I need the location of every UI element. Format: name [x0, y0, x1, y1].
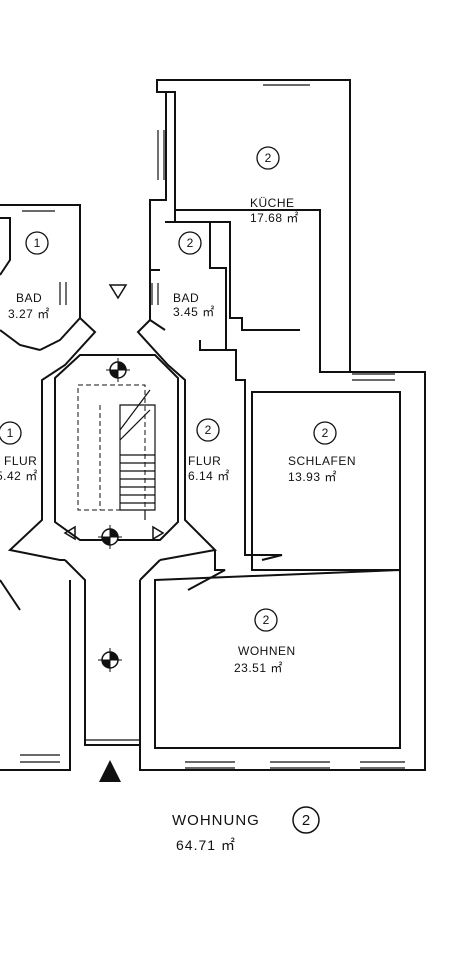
room-area-kueche: 17.68 ㎡ [250, 211, 299, 225]
unit-marker-kueche: 2 [256, 146, 280, 170]
triangle-down-icon [108, 284, 128, 300]
entrance-arrow-icon [99, 760, 121, 782]
light-fixture-icon [98, 525, 122, 549]
unit-marker-flur-1: 1 [0, 421, 22, 445]
room-kueche-walls [149, 79, 351, 373]
room-name-bad-1: BAD [16, 291, 42, 305]
unit-marker-schlafen: 2 [313, 421, 337, 445]
light-fixture-icon [98, 648, 122, 672]
unit-marker-wohnen: 2 [254, 608, 278, 632]
room-name-flur-2: FLUR [188, 454, 221, 468]
light-fixture-icon [106, 358, 130, 382]
plan-unit-marker: 2 [292, 806, 320, 834]
room-name-schlafen: SCHLAFEN [288, 454, 356, 468]
room-area-flur-2: 6.14 ㎡ [188, 469, 230, 483]
stair-symbols [63, 284, 165, 782]
triangle-right-icon [152, 525, 165, 541]
triangle-left-icon [63, 525, 76, 541]
room-area-wohnen: 23.51 ㎡ [234, 661, 283, 675]
room-area-bad-1: 3.27 ㎡ [8, 307, 50, 321]
entrance-corridor [0, 559, 161, 771]
plan-title: WOHNUNG [172, 812, 260, 829]
stairwell [7, 317, 218, 561]
plan-unit-number: 2 [302, 812, 310, 829]
unit-number: 1 [7, 426, 14, 440]
unit-number: 2 [263, 613, 270, 627]
unit-marker-flur-2: 2 [196, 418, 220, 442]
room-name-bad-2: BAD [173, 291, 199, 305]
room-name-flur-1: FLUR [4, 454, 37, 468]
unit-number: 1 [34, 236, 41, 250]
plan-total-area: 64.71 ㎡ [176, 837, 236, 853]
unit-marker-bad-1: 1 [25, 231, 49, 255]
room-bad-1-walls [0, 204, 81, 351]
room-area-schlafen: 13.93 ㎡ [288, 470, 337, 484]
room-name-wohnen: WOHNEN [238, 644, 296, 658]
room-wohnen-walls [139, 568, 425, 771]
unit-number: 2 [322, 426, 329, 440]
unit-marker-bad-2: 2 [178, 231, 202, 255]
room-area-flur-1: 5.42 ㎡ [0, 469, 38, 483]
room-area-bad-2: 3.45 ㎡ [173, 305, 215, 319]
unit-number: 2 [187, 236, 194, 250]
unit-number: 2 [205, 423, 212, 437]
unit-number: 2 [265, 151, 272, 165]
room-name-kueche: KÜCHE [250, 196, 295, 210]
room-flur-2-walls [187, 349, 283, 591]
